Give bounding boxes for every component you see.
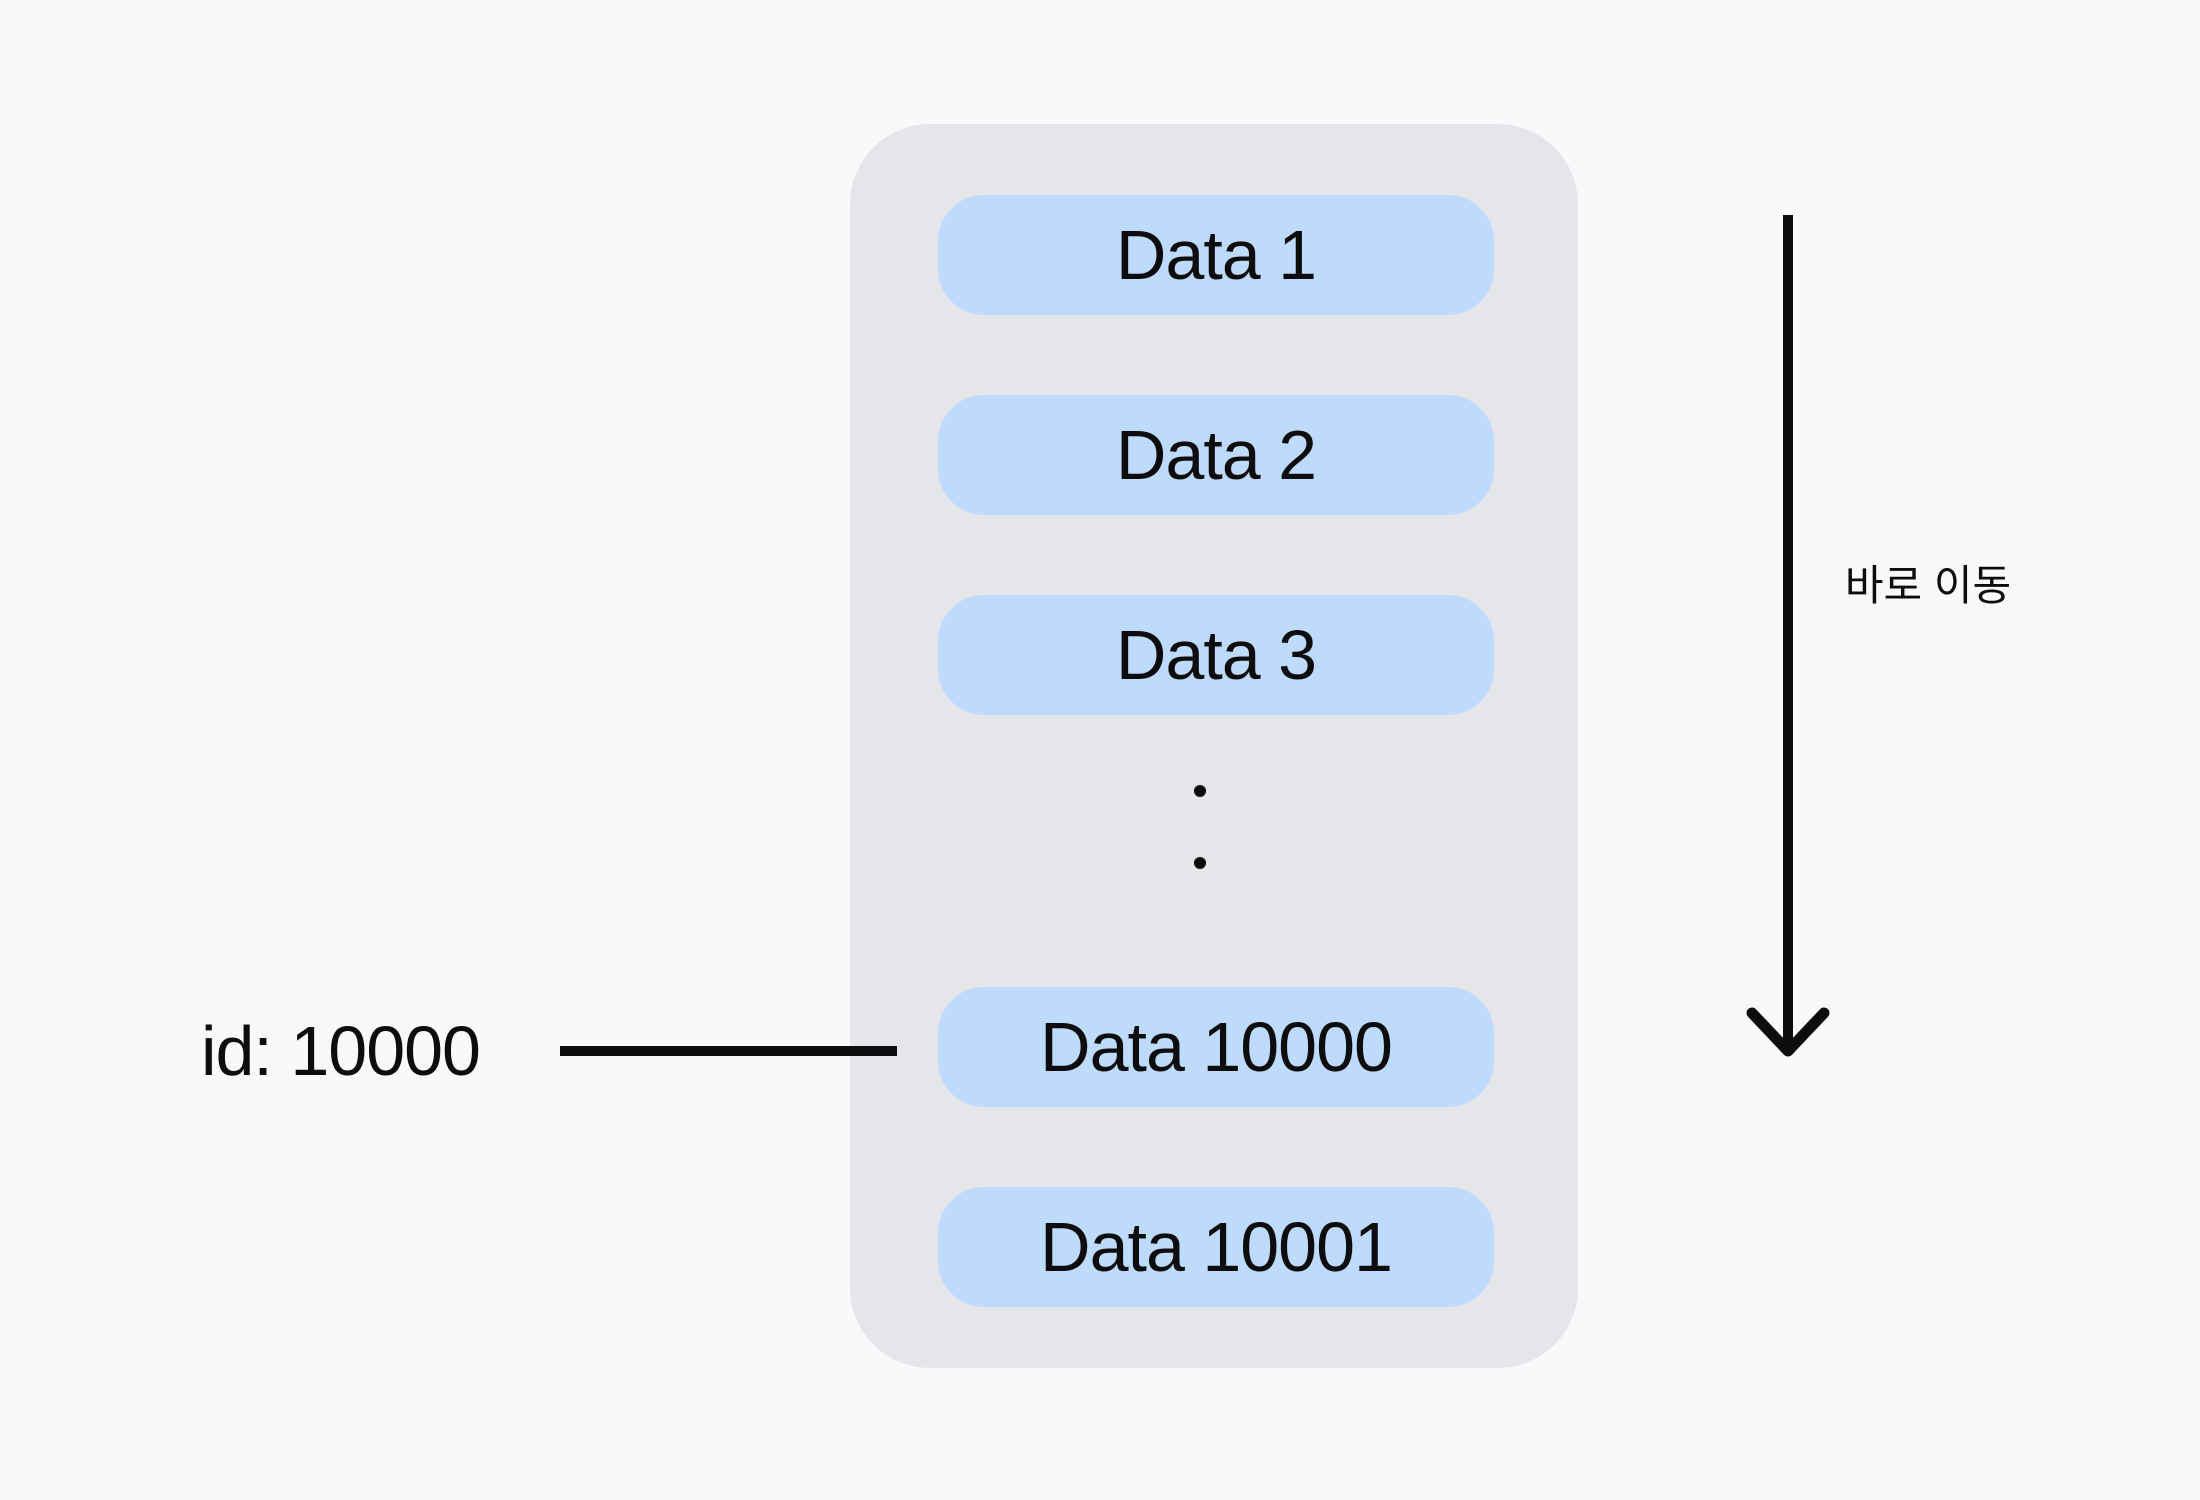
ellipsis-dot-icon [1194,785,1206,797]
data-item-label: Data 1 [1115,216,1317,294]
data-item-pill-target: Data 10000 [938,987,1494,1107]
data-item-pill: Data 10001 [938,1187,1494,1307]
data-item-pill: Data 3 [938,595,1494,715]
id-pointer-label: id: 10000 [200,1012,481,1090]
data-item-label: Data 10001 [1040,1208,1393,1286]
data-item-label: Data 10000 [1040,1008,1393,1086]
data-item-pill: Data 1 [938,195,1494,315]
pointer-line [560,1046,897,1056]
down-arrow-icon [1738,205,1838,1061]
jump-arrow-label: 바로 이동 [1844,562,2012,609]
data-item-pill: Data 2 [938,395,1494,515]
data-item-label: Data 2 [1115,416,1317,494]
ellipsis-dot-icon [1194,857,1206,869]
data-list-container: Data 1 Data 2 Data 3 Data 10000 Data 100… [850,124,1578,1368]
data-item-label: Data 3 [1115,616,1317,694]
